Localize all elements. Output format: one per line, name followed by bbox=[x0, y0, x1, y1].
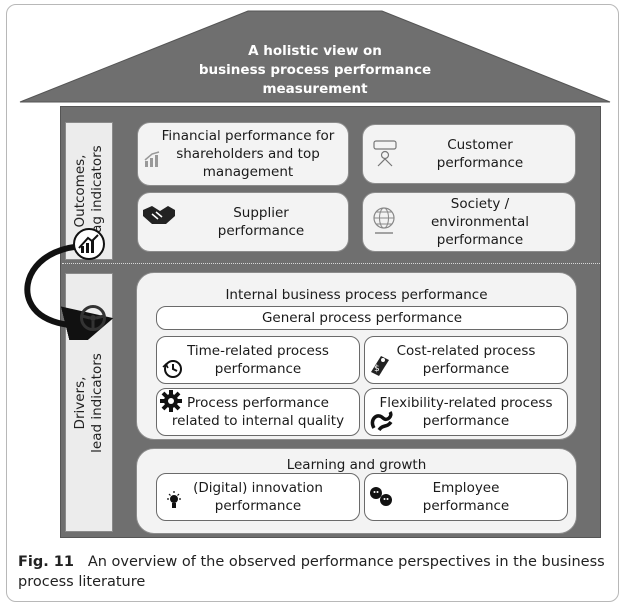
innovation-line-2: performance bbox=[214, 498, 302, 514]
employee-card: Employee performance bbox=[364, 473, 568, 521]
flexibility-line-2: performance bbox=[422, 413, 510, 429]
time-process-card: Time-related process performance bbox=[156, 336, 360, 384]
general-process-label: General process performance bbox=[261, 310, 463, 326]
time-line-1: Time-related process bbox=[187, 343, 329, 359]
customer-performance-card: Customer performance bbox=[362, 124, 576, 184]
society-performance-card: Society / environmental performance bbox=[362, 192, 576, 252]
flexibility-process-card: Flexibility-related process performance bbox=[364, 388, 568, 436]
roof-title-line-1: A holistic view on bbox=[248, 43, 382, 59]
quality-process-card: Process performance related to internal … bbox=[156, 388, 360, 436]
employee-line-1: Employee bbox=[432, 480, 500, 496]
innovation-card: (Digital) innovation performance bbox=[156, 473, 360, 521]
financial-line-3: management bbox=[202, 164, 294, 180]
people-icon bbox=[370, 487, 392, 506]
quality-line-1: Process performance bbox=[187, 395, 329, 411]
society-line-2: environmental bbox=[430, 214, 529, 230]
flexibility-icon bbox=[370, 410, 393, 432]
svg-text:$: $ bbox=[374, 364, 380, 374]
employee-line-2: performance bbox=[422, 498, 510, 514]
roof: A holistic view on business process perf… bbox=[18, 8, 612, 104]
steering-wheel-icon bbox=[80, 305, 106, 331]
figure-caption: Fig. 11 An overview of the observed perf… bbox=[18, 552, 608, 592]
growth-chart-icon bbox=[73, 228, 105, 260]
roof-title-line-3: measurement bbox=[262, 81, 368, 97]
quality-line-2: related to internal quality bbox=[171, 413, 345, 429]
learning-growth-title: Learning and growth bbox=[286, 457, 427, 473]
section-divider bbox=[62, 263, 600, 264]
money-tag-icon: $ bbox=[371, 356, 389, 376]
time-line-2: performance bbox=[214, 361, 302, 377]
drivers-label: Drivers, lead indicators bbox=[72, 353, 106, 453]
supplier-line-1: Supplier bbox=[233, 205, 289, 221]
customer-line-1: Customer bbox=[447, 137, 513, 153]
clock-icon bbox=[162, 360, 182, 378]
roof-title: A holistic view on business process perf… bbox=[18, 42, 612, 99]
globe-icon bbox=[373, 207, 395, 234]
caption-text: An overview of the observed performance … bbox=[18, 554, 605, 590]
customer-line-2: performance bbox=[436, 155, 524, 171]
drivers-label-line-1: Drivers, bbox=[72, 376, 88, 429]
cost-line-2: performance bbox=[422, 361, 510, 377]
curved-arrow-icon bbox=[24, 243, 114, 340]
supplier-line-2: performance bbox=[217, 223, 305, 239]
financial-line-1: Financial performance for bbox=[161, 128, 335, 144]
financial-performance-card: Financial performance for shareholders a… bbox=[137, 122, 349, 186]
internal-process-title: Internal business process performance bbox=[225, 287, 488, 303]
roof-shape bbox=[19, 10, 611, 103]
general-process-card: General process performance bbox=[156, 306, 568, 330]
society-line-1: Society / bbox=[450, 196, 510, 212]
lightbulb-icon bbox=[167, 491, 181, 508]
drivers-label-line-2: lead indicators bbox=[89, 352, 105, 453]
receptionist-icon bbox=[373, 140, 397, 167]
cost-process-card: Cost-related process performance bbox=[364, 336, 568, 384]
handshake-icon bbox=[143, 206, 175, 224]
innovation-line-1: (Digital) innovation bbox=[193, 480, 323, 496]
financial-line-2: shareholders and top bbox=[176, 146, 320, 162]
roof-title-line-2: business process performance bbox=[198, 62, 432, 78]
supplier-performance-card: Supplier performance bbox=[137, 192, 349, 252]
flexibility-line-1: Flexibility-related process bbox=[379, 395, 553, 411]
cost-line-1: Cost-related process bbox=[396, 343, 536, 359]
society-line-3: performance bbox=[436, 232, 524, 248]
gear-icon bbox=[160, 390, 182, 412]
bar-chart-icon bbox=[144, 151, 160, 167]
caption-label: Fig. 11 bbox=[18, 554, 74, 570]
